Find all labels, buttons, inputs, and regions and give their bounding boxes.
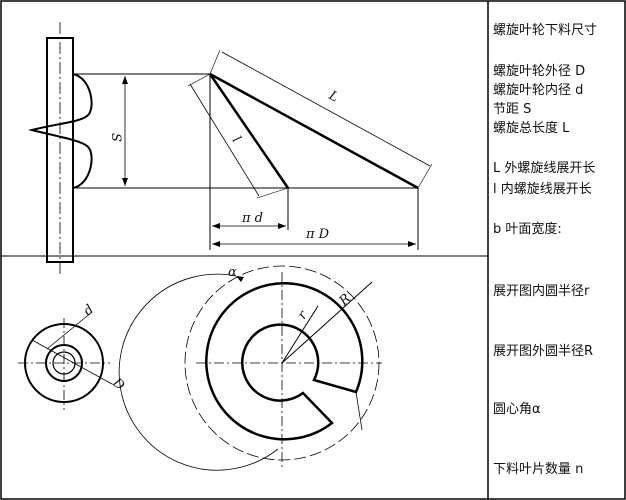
- outer-unfold-label: L 外螺旋线展开长: [493, 161, 596, 176]
- inner-unfold-label: l 内螺旋线展开长: [493, 182, 592, 197]
- center-angle-label: 圆心角α: [493, 402, 541, 417]
- pitch-label: 节距 S: [493, 102, 532, 117]
- shaft-view: S: [28, 22, 418, 275]
- dim-alpha-label: α: [228, 265, 237, 280]
- inner-radius-label: 展开图内圆半径r: [493, 284, 590, 299]
- blade-width-label: b 叶面宽度:: [493, 222, 562, 237]
- unfold-triangles: l L π d π D: [187, 49, 433, 250]
- dim-S-label: S: [108, 133, 123, 142]
- blade-count-label: 下料叶片数量 n: [493, 462, 584, 477]
- dim-L-label: L: [325, 88, 341, 106]
- inner-diameter-label: 螺旋叶轮内径 d: [493, 83, 584, 98]
- dim-d-label: d: [81, 302, 97, 319]
- dim-D-label: D: [109, 375, 128, 394]
- unfolded-ring: α r R: [118, 265, 382, 471]
- cross-section: d D: [18, 302, 127, 410]
- outer-diameter-label: 螺旋叶轮外径 D: [493, 64, 586, 79]
- total-length-label: 螺旋总长度 L: [493, 121, 570, 136]
- dim-l-label: l: [229, 134, 244, 146]
- outer-radius-label: 展开图外圆半径R: [493, 344, 594, 359]
- dim-pi-d-label: π d: [241, 211, 263, 226]
- panel-title: 螺旋叶轮下料尺寸: [493, 23, 598, 38]
- dim-pi-D-label: π D: [305, 227, 330, 242]
